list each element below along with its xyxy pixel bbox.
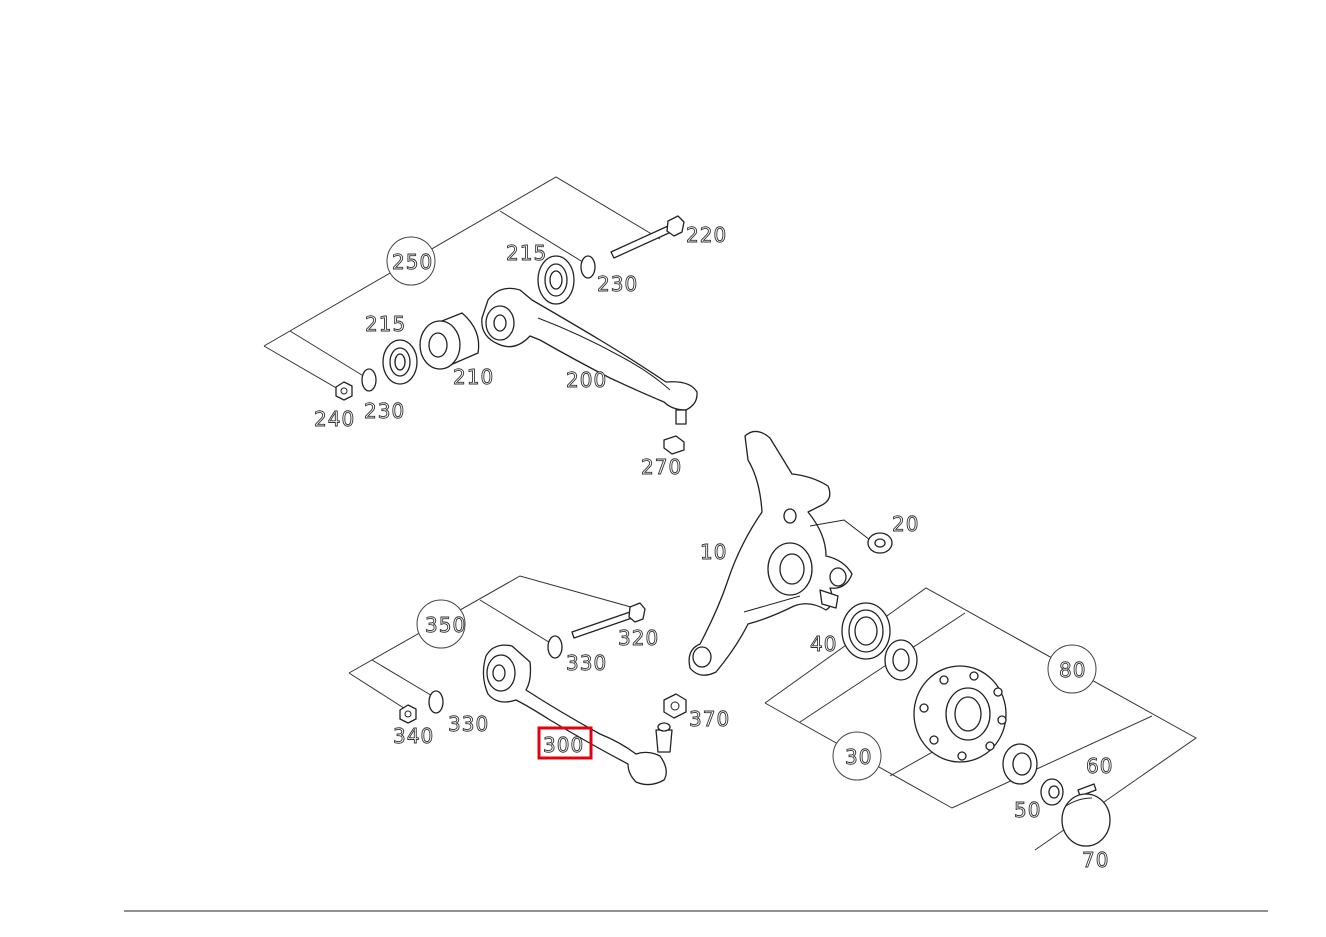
- label-215-lower[interactable]: 215: [365, 312, 406, 337]
- group-350-leaders: [348, 575, 639, 713]
- bushing-20[interactable]: [809, 519, 893, 554]
- label-215-upper[interactable]: 215: [506, 241, 547, 266]
- label-320[interactable]: 320: [618, 626, 659, 651]
- group-circle-30: [832, 731, 882, 781]
- label-70[interactable]: 70: [1082, 848, 1109, 873]
- label-60[interactable]: 60: [1086, 754, 1113, 779]
- bushing-215-upper[interactable]: [537, 255, 575, 305]
- group-circle-80: [1047, 644, 1097, 694]
- label-330-lower[interactable]: 330: [448, 712, 489, 737]
- label-20[interactable]: 20: [892, 512, 919, 537]
- bearing-40[interactable]: [841, 602, 891, 660]
- label-230-upper[interactable]: 230: [597, 272, 638, 297]
- label-40[interactable]: 40: [810, 632, 837, 657]
- label-210[interactable]: 210: [453, 365, 494, 390]
- label-50[interactable]: 50: [1014, 798, 1041, 823]
- highlight-box-300: [537, 726, 593, 760]
- label-370[interactable]: 370: [689, 707, 730, 732]
- label-350[interactable]: 350: [425, 613, 466, 638]
- steering-knuckle-10[interactable]: [688, 430, 853, 676]
- label-230-lower[interactable]: 230: [364, 399, 405, 424]
- label-10[interactable]: 10: [700, 540, 727, 565]
- washer-230-lower[interactable]: [361, 368, 377, 392]
- lower-control-arm-300[interactable]: [482, 644, 673, 786]
- upper-control-arm-200[interactable]: [481, 287, 698, 425]
- bushing-215-lower[interactable]: [382, 339, 418, 385]
- label-340[interactable]: 340: [393, 724, 434, 749]
- label-270[interactable]: 270: [641, 455, 682, 480]
- wheel-hub[interactable]: [913, 665, 1007, 763]
- label-240[interactable]: 240: [314, 407, 355, 432]
- group-circle-250: [386, 236, 436, 286]
- bolt-220[interactable]: [610, 215, 685, 259]
- group-250-leaders: [263, 176, 661, 394]
- label-220[interactable]: 220: [686, 223, 727, 248]
- nut-240[interactable]: [335, 381, 353, 401]
- washer-230-upper[interactable]: [580, 255, 596, 279]
- label-80[interactable]: 80: [1059, 658, 1086, 683]
- group-circle-350: [416, 599, 466, 649]
- label-300[interactable]: 300: [543, 733, 584, 758]
- label-250[interactable]: 250: [392, 250, 433, 275]
- screw-60[interactable]: [1077, 783, 1097, 797]
- mount-210[interactable]: [419, 312, 480, 370]
- label-30[interactable]: 30: [845, 745, 872, 770]
- washer-330-lower[interactable]: [428, 690, 444, 714]
- label-200[interactable]: 200: [566, 368, 607, 393]
- washer-330-upper[interactable]: [547, 635, 563, 659]
- nut-370[interactable]: [663, 693, 687, 719]
- bolt-320[interactable]: [571, 602, 646, 639]
- label-330-upper[interactable]: 330: [566, 651, 607, 676]
- bearing-40-inner[interactable]: [884, 639, 918, 681]
- cap-70[interactable]: [1061, 793, 1111, 847]
- nut-50[interactable]: [1040, 778, 1064, 806]
- seal-50[interactable]: [1002, 743, 1038, 785]
- nut-340[interactable]: [399, 704, 417, 724]
- nut-270[interactable]: [663, 435, 685, 455]
